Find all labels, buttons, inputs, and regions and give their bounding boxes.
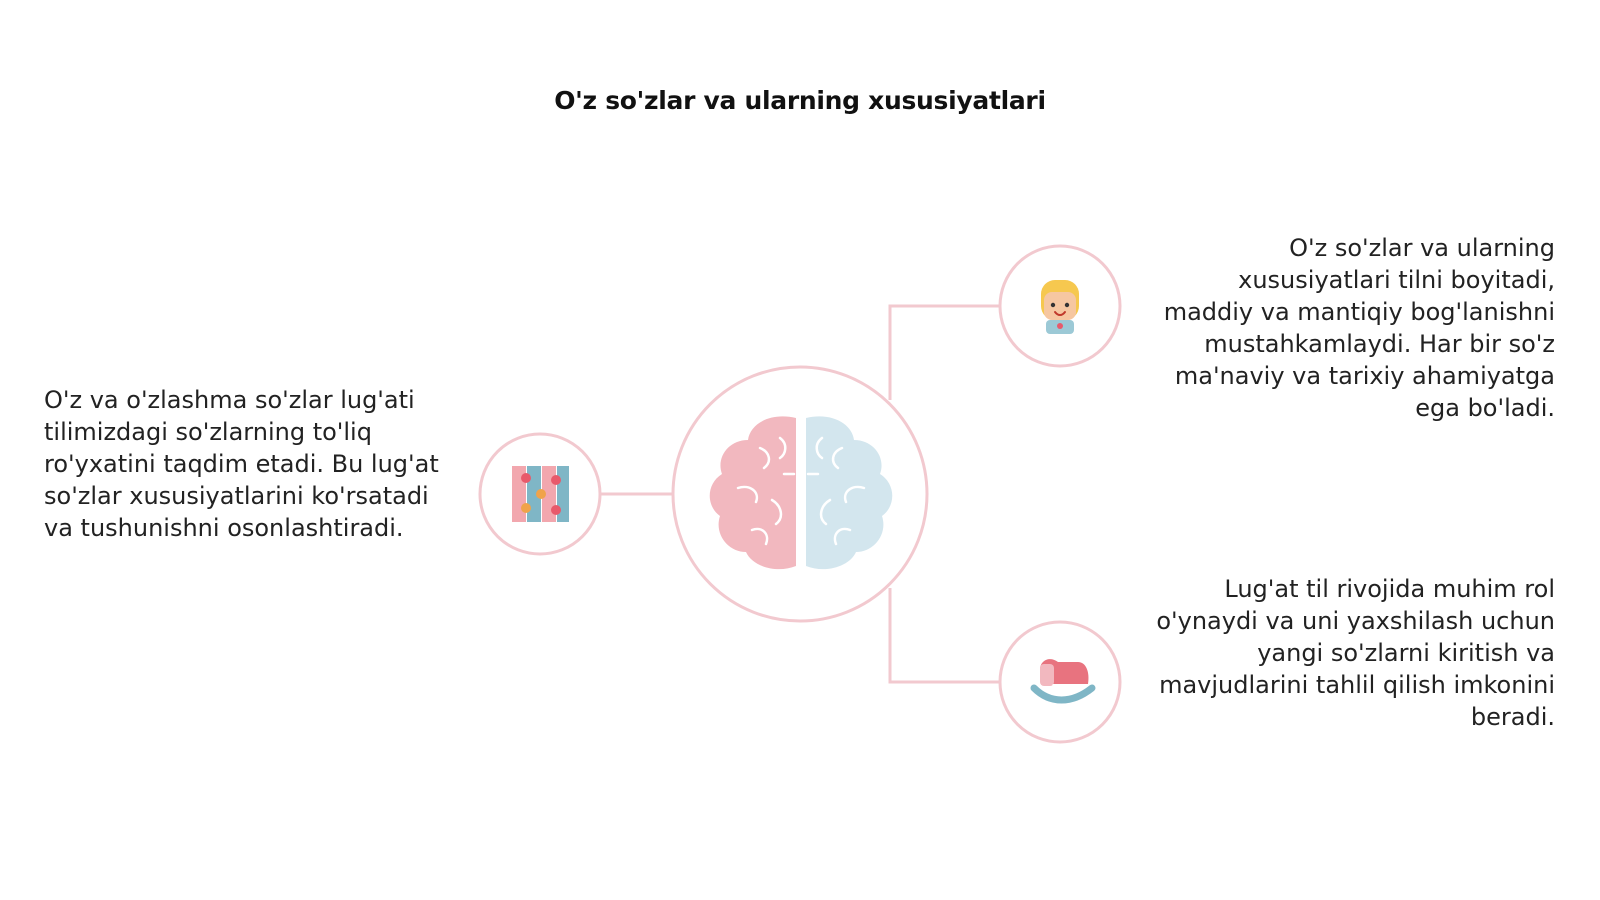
connector-top-right (888, 304, 1000, 400)
child-face-icon (1041, 280, 1079, 334)
brain-icon (709, 416, 893, 570)
puzzle-blocks-icon (512, 466, 569, 522)
rocking-horse-icon (1030, 659, 1096, 704)
center-ring (671, 365, 929, 623)
left-node-text: O'z va o'zlashma so'zlar lug'ati tilimiz… (44, 386, 439, 542)
center-node (671, 365, 929, 623)
top-right-node-text: O'z so'zlar va ularning xususiyatlari ti… (1163, 234, 1555, 422)
bottom-right-node-text: Lug'at til rivojida muhim rol o'ynaydi v… (1156, 575, 1555, 731)
left-node (478, 432, 602, 556)
connector-bottom-right (888, 588, 1000, 684)
slide-title: O'z so'zlar va ularning xususiyatlari (554, 86, 1046, 115)
bottom-right-node (998, 620, 1122, 744)
connector-lines (600, 304, 1000, 684)
top-right-node (998, 244, 1122, 368)
